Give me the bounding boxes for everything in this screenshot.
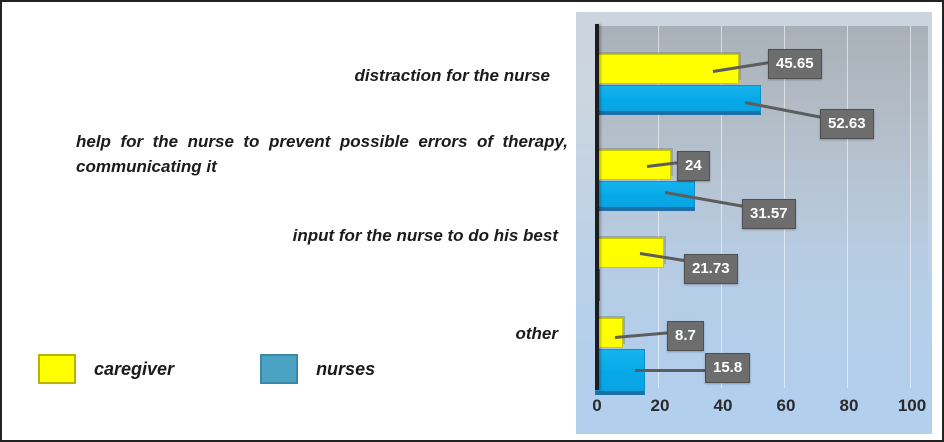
- axis-tick-60: 60: [776, 396, 796, 415]
- gridline-80: [847, 26, 848, 388]
- axis-tick-40: 40: [713, 396, 733, 415]
- bar-nurses-other[interactable]: [595, 349, 645, 395]
- legend-swatch-caregiver: [38, 354, 76, 384]
- leader-line-15-8: [635, 369, 707, 372]
- data-label-15-8: 15.8: [705, 353, 751, 383]
- legend-item-nurses: nurses: [260, 354, 375, 384]
- category-label-input-best: input for the nurse to do his best: [292, 226, 558, 245]
- axis-tick-100: 100: [897, 396, 927, 415]
- data-label-24: 24: [677, 151, 710, 181]
- value-axis-line: [595, 24, 599, 390]
- axis-tick-80: 80: [839, 396, 859, 415]
- legend-item-caregiver: caregiver: [38, 354, 174, 384]
- category-label-other: other: [515, 324, 559, 343]
- axis-tick-0: 0: [592, 396, 602, 415]
- bar-nurses-distraction[interactable]: [595, 85, 761, 115]
- category-label-distraction: distraction for the nurse: [354, 66, 550, 85]
- data-label-31-57: 31.57: [742, 199, 796, 229]
- data-label-52-63: 52.63: [820, 109, 874, 139]
- gridline-40: [721, 26, 722, 388]
- data-label-8-7: 8.7: [667, 321, 704, 351]
- legend-label-caregiver: caregiver: [94, 358, 175, 379]
- plot-area: 45.65 52.63 24 31.57 21.73 8.7 15.8: [595, 24, 928, 395]
- category-label-help-prevent-errors: help for the nurse to prevent possible e…: [76, 132, 568, 176]
- data-label-21-73: 21.73: [684, 254, 738, 284]
- axis-tick-20: 20: [650, 396, 670, 415]
- bar-caregiver-other[interactable]: [595, 318, 623, 348]
- legend: caregiver nurses: [38, 354, 375, 384]
- legend-swatch-nurses: [260, 354, 299, 384]
- value-axis-ticks: 0 20 40 60 80 100: [592, 396, 928, 422]
- bar-caregiver-input[interactable]: [595, 238, 664, 268]
- category-label-column: distraction for the nurse help for the n…: [2, 2, 568, 440]
- data-label-45-65: 45.65: [768, 49, 822, 79]
- chart-plot-panel: 45.65 52.63 24 31.57 21.73 8.7 15.8 0 20…: [576, 12, 932, 434]
- legend-label-nurses: nurses: [316, 358, 376, 379]
- gridline-100: [910, 26, 911, 388]
